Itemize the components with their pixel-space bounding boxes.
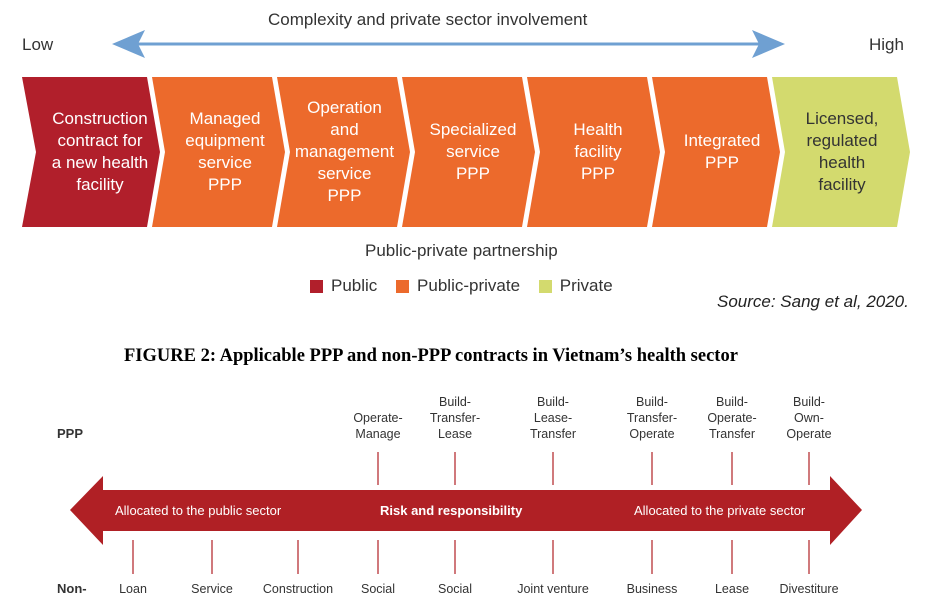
chevron-5 (527, 77, 660, 227)
chevron-4 (402, 77, 535, 227)
tick-lines (132, 452, 810, 574)
stage-label: Specialized service PPP (429, 120, 517, 183)
nonppp-item: Social (360, 582, 396, 596)
chevron-2 (152, 77, 285, 227)
stage-label: Operation and management service PPP (294, 98, 395, 205)
chevron-6 (652, 77, 780, 227)
axis-title: Complexity and private sector involvemen… (268, 10, 588, 29)
ppp-row-label: PPP (57, 426, 84, 441)
chevron-3 (277, 77, 410, 227)
ppp-item: Build- Own- Operate (786, 395, 832, 441)
chevron-7 (772, 77, 910, 227)
risk-arrow (70, 476, 862, 545)
nonppp-item: Loan (119, 582, 147, 596)
legend-public: Public (310, 276, 377, 296)
arrow-left-text: Allocated to the public sector (115, 503, 282, 518)
ppp-item: Build- Operate- Transfer (707, 395, 757, 441)
figure1-caption: Public-private partnership (365, 241, 558, 260)
ppp-item: Operate- Manage (353, 411, 403, 441)
double-arrow-blue (112, 30, 785, 58)
figure2-title: FIGURE 2: Applicable PPP and non-PPP con… (124, 346, 738, 366)
nonppp-item: Joint venture (517, 582, 589, 596)
stage-label: Integrated PPP (683, 131, 761, 172)
stage-label: Construction contract for a new health f… (51, 109, 149, 194)
arrow-right-text: Allocated to the private sector (634, 503, 806, 518)
nonppp-item: Social (437, 582, 473, 596)
stage-label: Managed equipment service PPP (185, 109, 265, 194)
ppp-item: Build- Transfer- Lease (429, 395, 481, 441)
chevron-1 (22, 77, 160, 227)
stage-label: Health facility PPP (573, 120, 623, 183)
nonppp-item: Lease (714, 582, 750, 596)
high-label: High (869, 35, 904, 54)
stage-label: Licensed, regulated health facility (805, 109, 879, 194)
low-label: Low (22, 35, 54, 54)
legend-private: Private (538, 276, 613, 296)
source-note: Source: Sang et al, 2020. (717, 292, 909, 311)
arrow-center-text: Risk and responsibility (380, 503, 523, 518)
nonppp-item: Business (626, 582, 678, 596)
nonppp-item: Service (191, 582, 233, 596)
nonppp-row-label: Non- (57, 581, 87, 596)
legend-public-private: Public-private (396, 276, 520, 296)
nonppp-item: Construction (262, 582, 334, 596)
ppp-item: Build- Transfer- Operate (626, 395, 678, 441)
ppp-item: Build- Lease- Transfer (529, 395, 577, 441)
legend: Public Public-private Private (310, 276, 627, 298)
nonppp-item: Divestiture (779, 582, 839, 596)
